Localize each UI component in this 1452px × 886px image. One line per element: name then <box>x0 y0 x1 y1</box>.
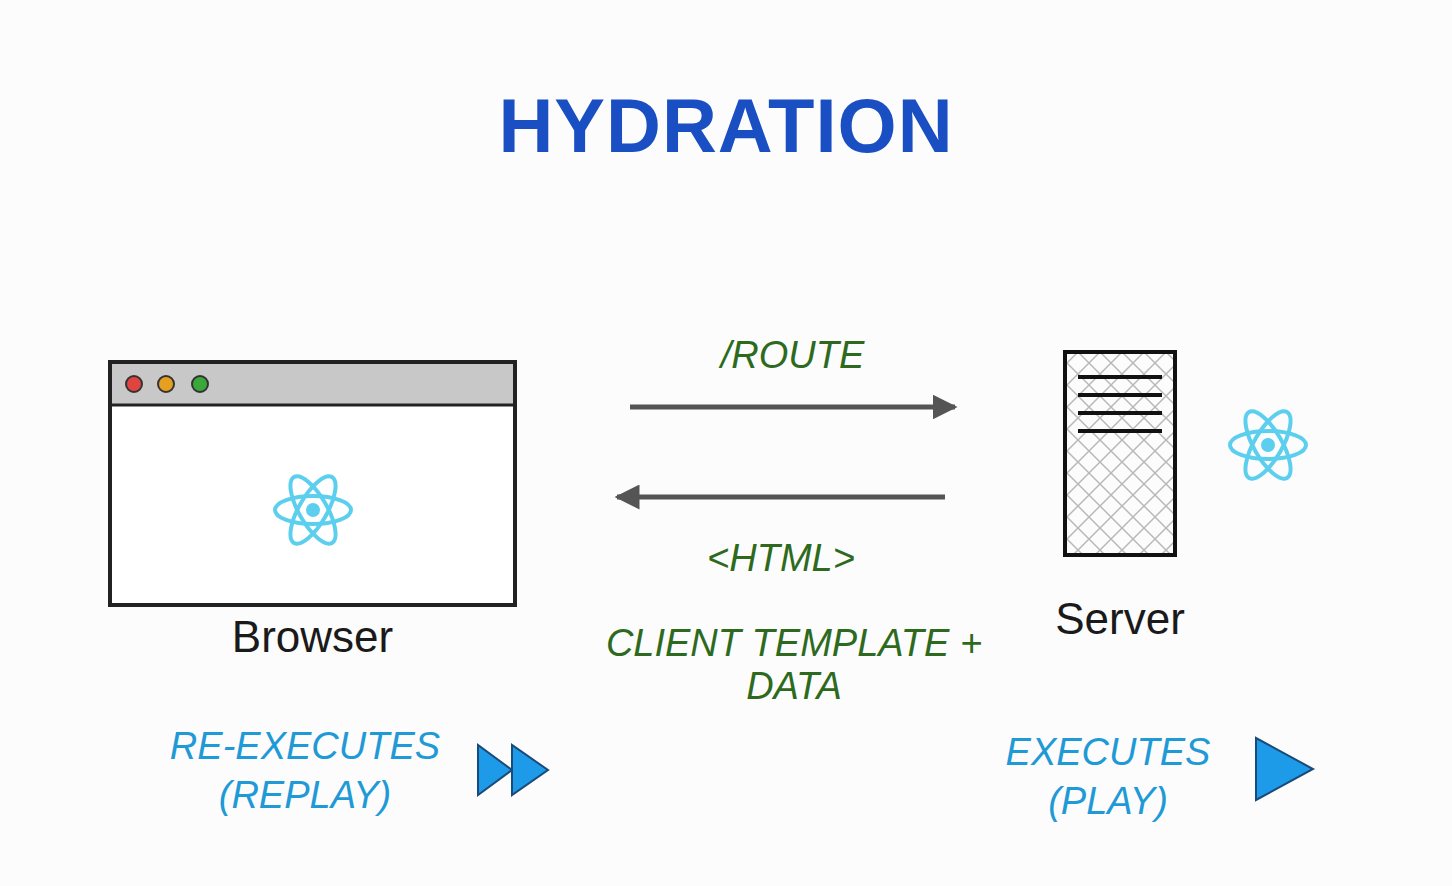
edge-label: <HTML> <box>701 537 861 580</box>
diagram-title: HYDRATION <box>0 82 1452 169</box>
arrow-connector <box>630 405 955 410</box>
browser-window <box>110 362 515 605</box>
node-label: Browser <box>110 612 515 662</box>
phase-label: RE-EXECUTES (REPLAY) <box>150 722 460 821</box>
arrow-connector <box>617 495 945 500</box>
react-logo <box>1230 405 1306 485</box>
fast-forward-icon <box>478 745 548 795</box>
payload-label: CLIENT TEMPLATE + DATA <box>598 622 990 708</box>
node-label: Server <box>1030 594 1210 644</box>
edge-label: /ROUTE <box>715 334 871 377</box>
server-node: Server <box>1030 352 1210 650</box>
browser-node: Browser <box>110 362 515 668</box>
server-tower <box>1065 352 1175 555</box>
phase-label: EXECUTES (PLAY) <box>993 728 1223 827</box>
play-icon <box>1256 738 1313 800</box>
